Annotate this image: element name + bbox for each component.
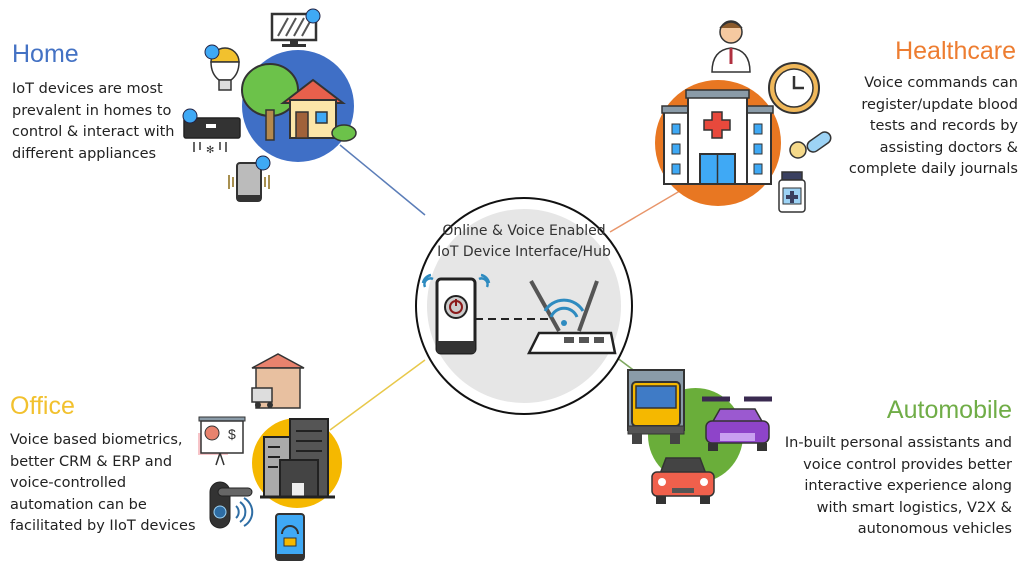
automobile-description: In-built personal assistants and voice c…: [752, 433, 1012, 541]
office-desc-line: voice-controlled: [10, 475, 127, 491]
automobile-desc-line: voice control provides better: [803, 456, 1012, 473]
doctor-icon: [711, 20, 751, 73]
air-conditioner-icon: ✻: [182, 108, 241, 156]
smart-bulb-icon: [204, 44, 240, 91]
home-desc-line: control & interact with: [12, 124, 175, 140]
automobile-desc-line: interactive experience along: [804, 478, 1012, 494]
healthcare-desc-line: assisting doctors &: [879, 139, 1018, 156]
hub-circle: Online & Voice Enabled IoT Device Interf…: [415, 197, 633, 415]
office-title: Office: [10, 392, 75, 420]
healthcare-desc-line: tests and records by: [869, 118, 1018, 134]
office-desc-line: Voice based biometrics,: [10, 432, 183, 448]
smart-lock-icon: [209, 481, 254, 529]
hub-devices: [421, 273, 617, 355]
medicine-bottle-icon: [778, 171, 806, 213]
hub-title: Online & Voice Enabled IoT Device Interf…: [417, 221, 631, 263]
svg-text:$: $: [228, 426, 236, 442]
office-desc-line: facilitated by IIoT devices: [10, 518, 196, 534]
home-desc-line: prevalent in homes to: [12, 102, 172, 119]
smart-tv-icon: [270, 8, 321, 47]
car-icon: [651, 457, 715, 504]
healthcare-description: Voice commands can register/update blood…: [808, 73, 1018, 181]
wifi-router-icon: [526, 280, 617, 355]
hub-title-line: Online & Voice Enabled: [442, 223, 606, 239]
home-title: Home: [12, 40, 79, 68]
home-desc-line: different appliances: [12, 145, 157, 162]
hub-title-line: IoT Device Interface/Hub: [437, 244, 611, 260]
truck-icon: [627, 369, 685, 444]
presentation-board-icon: $: [198, 416, 246, 466]
healthcare-desc-line: Voice commands can: [864, 75, 1018, 91]
home-desc-line: IoT devices are most: [12, 81, 163, 97]
healthcare-desc-line: complete daily journals: [848, 161, 1018, 177]
automobile-desc-line: with smart logistics, V2X &: [816, 499, 1012, 516]
hospital-icon: [661, 89, 774, 185]
smart-speaker-icon: [228, 155, 271, 202]
home-connector: [339, 144, 426, 216]
office-desc-line: better CRM & ERP and: [10, 453, 173, 470]
sports-car-icon: [702, 396, 772, 451]
smartphone-power-icon: [421, 273, 491, 355]
healthcare-title: Healthcare: [895, 37, 1016, 65]
healthcare-connector: [609, 184, 691, 233]
automobile-title: Automobile: [886, 396, 1012, 424]
office-buildings-icon: [260, 418, 335, 499]
automobile-desc-line: autonomous vehicles: [857, 521, 1012, 537]
automobile-desc-line: In-built personal assistants and: [784, 435, 1012, 451]
clock-icon: [768, 62, 820, 114]
office-desc-line: automation can be: [10, 496, 147, 513]
office-connector: [329, 359, 426, 431]
office-description: Voice based biometrics, better CRM & ERP…: [10, 430, 210, 538]
warehouse-icon: [251, 353, 305, 409]
pills-icon: [789, 131, 832, 159]
healthcare-desc-line: register/update blood: [861, 96, 1018, 113]
svg-text:✻: ✻: [206, 145, 214, 156]
home-description: IoT devices are most prevalent in homes …: [12, 79, 212, 165]
support-phone-icon: [275, 513, 305, 561]
house-icon: [241, 63, 357, 142]
